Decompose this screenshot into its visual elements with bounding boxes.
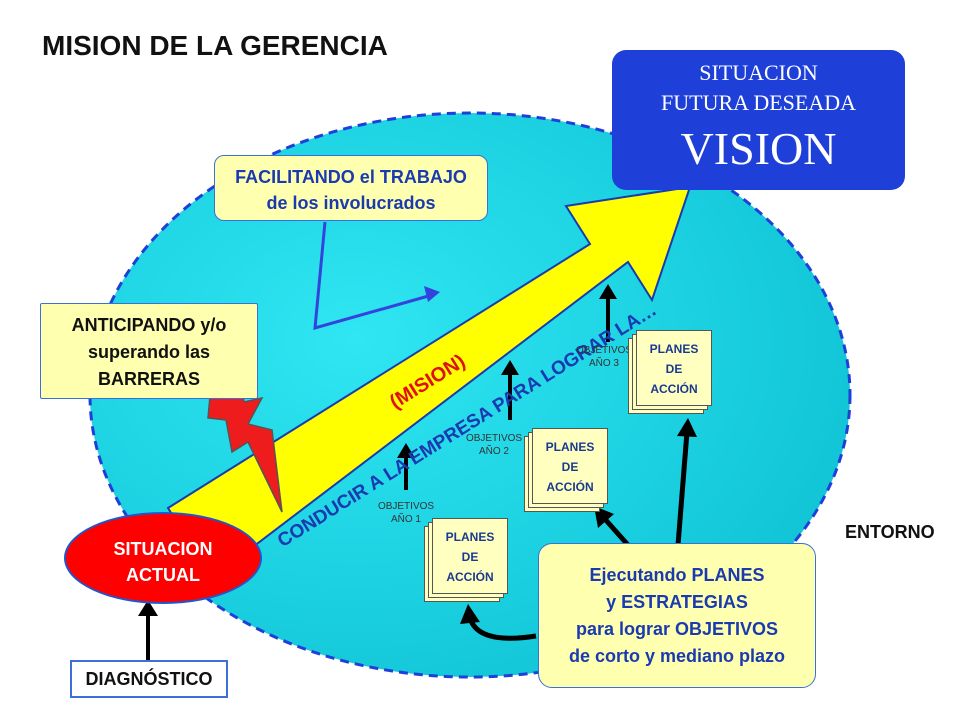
mission-arrow bbox=[166, 185, 692, 580]
anticipando-line2: superando las bbox=[87, 342, 211, 362]
objetivo-3-label: OBJETIVOS AÑO 3 bbox=[564, 344, 644, 370]
ejecucion-arrow-plan3 bbox=[675, 431, 690, 546]
facilitando-pointer-head bbox=[424, 286, 440, 302]
vision-line2: FUTURA DESEADA bbox=[661, 90, 856, 115]
anticipando-line1: ANTICIPANDO y/o bbox=[71, 315, 227, 335]
planes-accion-3: PLANES DE ACCIÓN bbox=[628, 330, 712, 414]
entorno-label: ENTORNO bbox=[845, 522, 935, 542]
planes-1-line3: ACCIÓN bbox=[446, 570, 494, 584]
objetivo-2-label: OBJETIVOS AÑO 2 bbox=[454, 432, 534, 458]
ejecutando-line3: para lograr OBJETIVOS bbox=[575, 619, 779, 639]
objetivo-3-arrow-head bbox=[599, 284, 617, 299]
planes-3-line2: DE bbox=[665, 362, 683, 376]
diagnostico-arrow-head bbox=[138, 600, 158, 616]
objetivo-3-line1: OBJETIVOS bbox=[575, 345, 633, 356]
planes-1-line1: PLANES bbox=[445, 530, 495, 544]
objetivo-2-arrow-head bbox=[501, 360, 519, 375]
planes-accion-2: PLANES DE ACCIÓN bbox=[524, 428, 608, 512]
objetivo-1-line1: OBJETIVOS bbox=[377, 501, 435, 512]
ejecutando-line1: Ejecutando PLANES bbox=[589, 565, 765, 585]
objetivo-1-arrow-head bbox=[397, 443, 415, 458]
planes-2-line2: DE bbox=[561, 460, 579, 474]
planes-accion-2-card: PLANES DE ACCIÓN bbox=[532, 428, 608, 504]
planes-1-line2: DE bbox=[461, 550, 479, 564]
page-title: MISION DE LA GERENCIA bbox=[42, 30, 388, 61]
planes-accion-1-card: PLANES DE ACCIÓN bbox=[432, 518, 508, 594]
ejecutando-line4: de corto y mediano plazo bbox=[568, 646, 786, 666]
planes-2-line3: ACCIÓN bbox=[546, 480, 594, 494]
situacion-actual-line2: ACTUAL bbox=[126, 565, 200, 585]
facilitando-callout: FACILITANDO el TRABAJO de los involucrad… bbox=[214, 155, 488, 221]
planes-accion-1: PLANES DE ACCIÓN bbox=[424, 518, 508, 602]
anticipando-line3: BARRERAS bbox=[97, 369, 200, 389]
objetivo-3-line2: AÑO 3 bbox=[588, 358, 619, 369]
facilitando-line2: de los involucrados bbox=[266, 193, 436, 213]
ejecucion-arrow-plan3-head bbox=[677, 418, 697, 437]
ejecucion-arrow-plan1-head bbox=[460, 604, 480, 624]
vision-line1: SITUACION bbox=[699, 60, 818, 85]
vision-line3: VISION bbox=[680, 123, 837, 174]
facilitando-pointer bbox=[313, 221, 433, 331]
facilitando-line1: FACILITANDO el TRABAJO bbox=[235, 167, 467, 187]
ejecutando-callout: Ejecutando PLANES y ESTRATEGIAS para log… bbox=[538, 543, 816, 688]
objetivo-2-line2: AÑO 2 bbox=[478, 446, 509, 457]
planes-3-line1: PLANES bbox=[649, 342, 699, 356]
ejecutando-line2: y ESTRATEGIAS bbox=[606, 592, 748, 612]
ejecucion-arrow-plan2 bbox=[602, 516, 630, 547]
situacion-actual-line1: SITUACION bbox=[113, 539, 213, 559]
planes-accion-3-card: PLANES DE ACCIÓN bbox=[636, 330, 712, 406]
anticipando-callout: ANTICIPANDO y/o superando las BARRERAS bbox=[40, 303, 258, 399]
objetivo-1-label: OBJETIVOS AÑO 1 bbox=[366, 500, 446, 526]
situacion-actual-ellipse: SITUACION ACTUAL bbox=[64, 512, 262, 604]
planes-3-line3: ACCIÓN bbox=[650, 382, 698, 396]
vision-box: SITUACION FUTURA DESEADA VISION bbox=[612, 50, 905, 190]
planes-2-line1: PLANES bbox=[545, 440, 595, 454]
diagnostico-box: DIAGNÓSTICO bbox=[70, 660, 228, 698]
objetivo-1-line2: AÑO 1 bbox=[390, 514, 421, 525]
objetivo-2-line1: OBJETIVOS bbox=[465, 433, 523, 444]
